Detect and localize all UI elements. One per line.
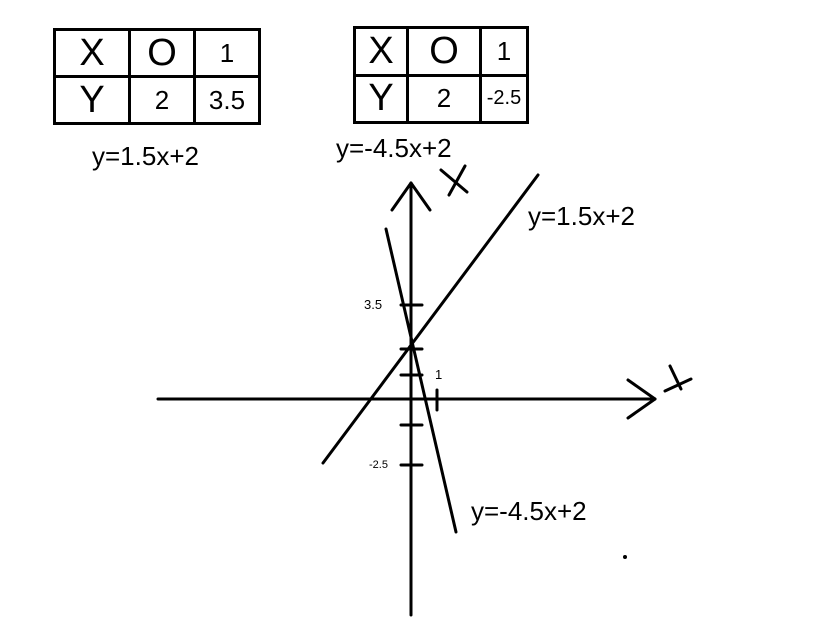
- line-negative-slope: [384, 227, 458, 534]
- table-1-equation: y=1.5x+2: [92, 141, 199, 171]
- table-cell: 1: [193, 28, 261, 78]
- table-row: X O 1: [53, 28, 261, 78]
- line-positive-slope: [321, 173, 540, 465]
- tick-label-bottom: -2.5: [369, 459, 388, 471]
- table-cell: -2.5: [479, 73, 529, 124]
- row-label-y: Y: [53, 75, 131, 125]
- table-cell: 3.5: [193, 75, 261, 125]
- value-table-2: X O 1 Y 2 -2.5: [353, 26, 529, 124]
- row-label-x: X: [353, 26, 409, 77]
- tick-label-top: 3.5: [364, 297, 383, 312]
- table-cell: 1: [479, 26, 529, 77]
- stray-dot: [623, 555, 627, 559]
- horizontal-axis-arrow: [626, 378, 657, 420]
- value-table-1: X O 1 Y 2 3.5: [53, 28, 261, 125]
- table-row: Y 2 -2.5: [353, 73, 529, 124]
- row-label-y: Y: [353, 73, 409, 124]
- tick-label-right: 1: [435, 367, 443, 382]
- horizontal-axis-letter-y: [663, 364, 693, 393]
- vertical-axis-letter-x: [439, 164, 469, 197]
- line-label-positive: y=1.5x+2: [528, 201, 635, 231]
- row-label-x: X: [53, 28, 131, 78]
- table-cell: O: [128, 28, 196, 78]
- vertical-axis-arrow: [390, 181, 432, 212]
- table-row: X O 1: [353, 26, 529, 77]
- table-cell: 2: [128, 75, 196, 125]
- line-label-negative: y=-4.5x+2: [471, 496, 587, 526]
- table-2-equation: y=-4.5x+2: [336, 133, 452, 163]
- table-row: Y 2 3.5: [53, 75, 261, 125]
- table-cell: O: [406, 26, 482, 77]
- table-cell: 2: [406, 73, 482, 124]
